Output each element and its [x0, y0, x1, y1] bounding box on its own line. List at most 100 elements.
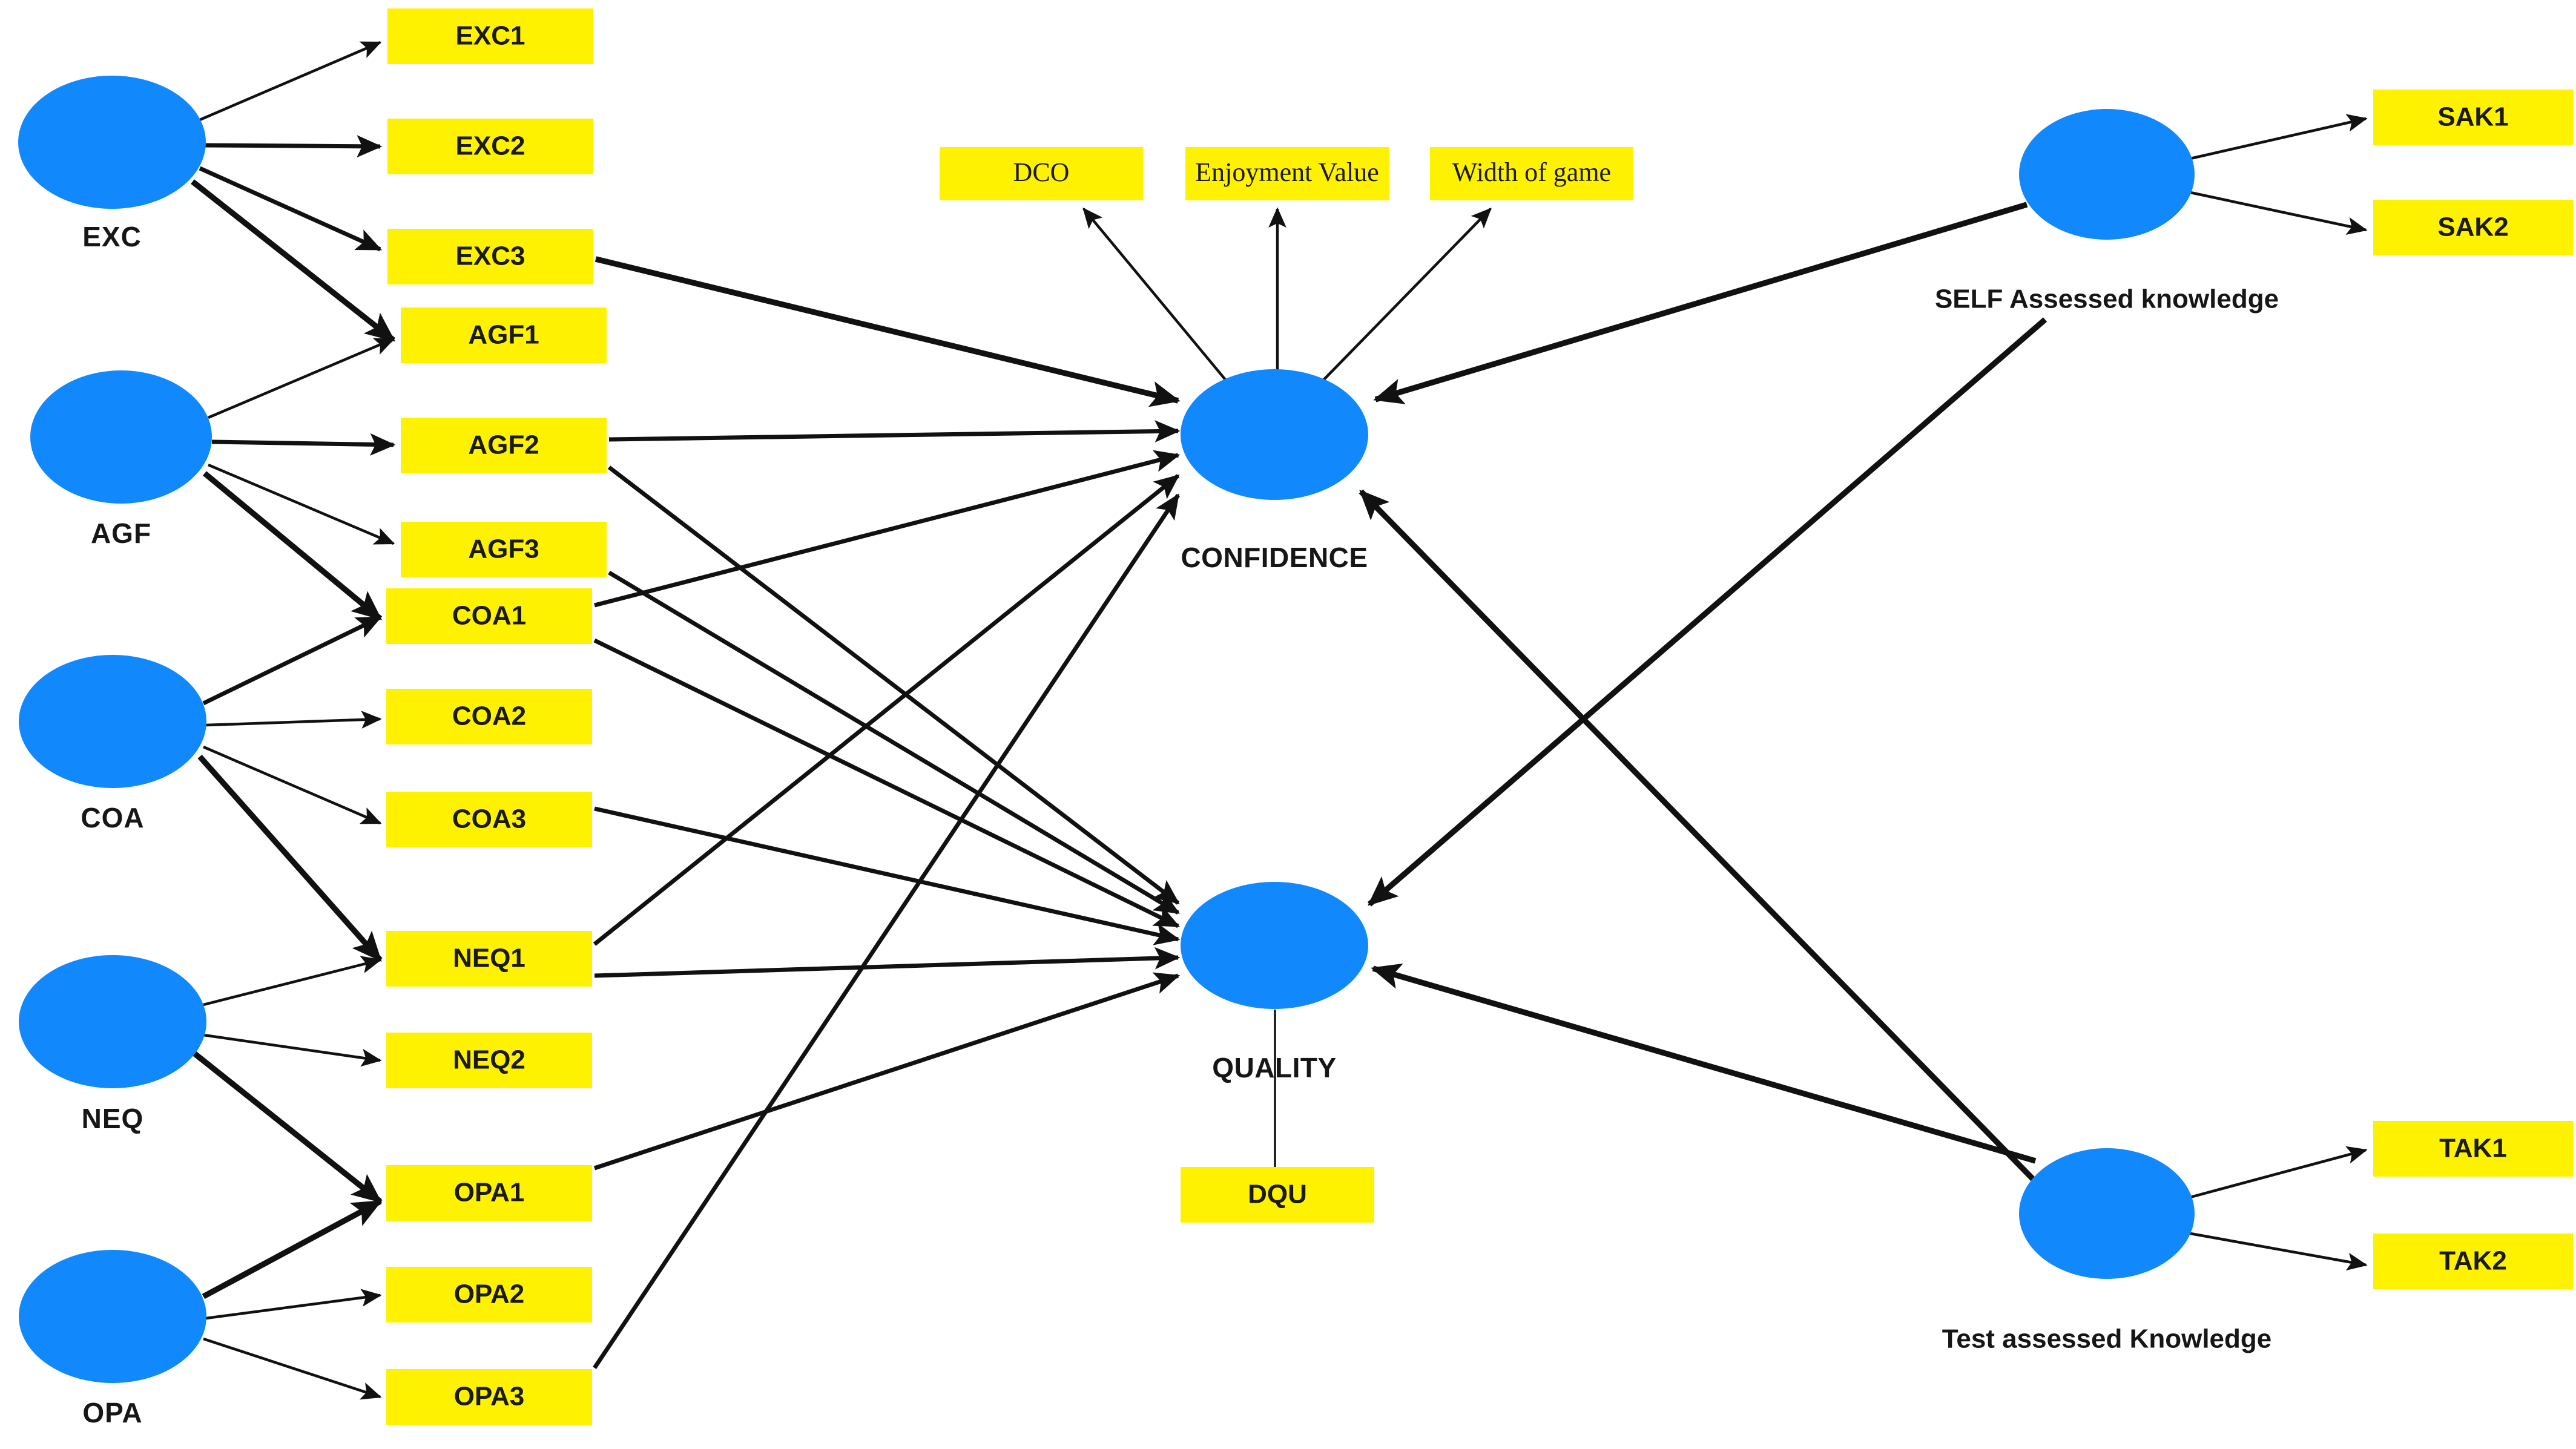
agf-to-coa1 [202, 471, 383, 621]
opa-to-opa1 [202, 1198, 383, 1300]
indicator-tak2[interactable]: TAK2 [2373, 1234, 2573, 1289]
construct-agf[interactable]: AGF [30, 370, 212, 549]
indicator-opa3[interactable]: OPA3 [386, 1369, 592, 1425]
indicator-label-tak2: TAK2 [2439, 1246, 2507, 1276]
coa-to-neq1 [197, 754, 383, 962]
indicator-box-coa1 [386, 588, 592, 644]
exc-to-exc2 [204, 135, 383, 158]
indicator-label-sak1: SAK1 [2437, 102, 2508, 132]
indicator-coa3[interactable]: COA3 [386, 792, 592, 847]
opa1-to-quality [593, 972, 1181, 1171]
indicator-box-width [1430, 147, 1633, 200]
construct-sak[interactable]: SELF Assessed knowledge [1935, 109, 2279, 314]
coa-to-coa2 [205, 711, 382, 729]
neq-to-neq2 [203, 1033, 382, 1067]
construct-quality[interactable]: QUALITY [1181, 882, 1368, 1083]
construct-ellipse-opa [19, 1250, 206, 1383]
indicator-label-sak2: SAK2 [2437, 212, 2508, 242]
indicator-box-tak1 [2373, 1121, 2573, 1177]
indicator-label-tak1: TAK1 [2439, 1134, 2507, 1163]
indicator-sak2[interactable]: SAK2 [2373, 200, 2573, 255]
exc-to-exc3 [199, 166, 383, 252]
agf-to-agf2 [211, 433, 396, 456]
construct-label-neq: NEQ [82, 1103, 144, 1134]
agf-to-agf1 [208, 337, 395, 419]
indicator-label-opa3: OPA3 [454, 1382, 525, 1411]
construct-exc[interactable]: EXC [18, 76, 206, 252]
indicator-box-exc3 [387, 229, 593, 284]
indicator-box-opa1 [386, 1165, 592, 1221]
indicator-coa1[interactable]: COA1 [386, 588, 592, 644]
construct-label-coa: COA [81, 802, 144, 833]
construct-ellipse-tak [2019, 1148, 2195, 1279]
indicator-exc2[interactable]: EXC2 [387, 119, 593, 174]
indicator-neq2[interactable]: NEQ2 [386, 1033, 592, 1088]
indicator-box-opa2 [386, 1267, 592, 1322]
indicator-box-exc1 [387, 8, 593, 64]
construct-ellipse-exc [18, 76, 206, 209]
indicator-label-exc2: EXC2 [456, 131, 525, 161]
exc-to-agf1 [191, 179, 396, 343]
indicator-label-width: Width of game [1452, 157, 1611, 187]
construct-label-sak: SELF Assessed knowledge [1935, 284, 2279, 314]
indicator-box-opa3 [386, 1369, 592, 1425]
indicator-box-agf3 [401, 522, 607, 577]
indicator-label-coa1: COA1 [452, 601, 526, 631]
indicator-label-neq1: NEQ1 [453, 944, 525, 973]
indicator-dqu[interactable]: DQU [1181, 1167, 1374, 1223]
indicator-agf1[interactable]: AGF1 [401, 307, 607, 363]
tak-to-tak1 [2190, 1146, 2368, 1199]
construct-opa[interactable]: OPA [19, 1250, 206, 1428]
construct-ellipse-sak [2019, 109, 2195, 240]
construct-label-agf: AGF [91, 518, 151, 549]
indicator-box-coa3 [386, 792, 592, 847]
indicator-exc3[interactable]: EXC3 [387, 229, 593, 284]
indicator-label-agf3: AGF3 [468, 534, 539, 564]
construct-ellipse-coa [19, 655, 206, 788]
indicator-enjoy[interactable]: Enjoyment Value [1185, 147, 1389, 200]
indicator-dco[interactable]: DCO [940, 147, 1143, 200]
indicator-tak1[interactable]: TAK1 [2373, 1121, 2573, 1177]
indicator-box-neq1 [386, 931, 592, 987]
construct-coa[interactable]: COA [19, 655, 206, 833]
indicator-label-agf1: AGF1 [468, 320, 539, 350]
neq-to-opa1 [191, 1050, 383, 1204]
sak-to-sak2 [2190, 191, 2368, 235]
indicator-width[interactable]: Width of game [1430, 147, 1633, 200]
confidence-to-width [1320, 208, 1492, 384]
sak-to-confidence [1373, 202, 2028, 404]
opa-to-opa2 [205, 1289, 382, 1320]
opa1-to-confidence [593, 493, 1180, 1369]
construct-confidence[interactable]: CONFIDENCE [1181, 369, 1368, 573]
indicator-neq1[interactable]: NEQ1 [386, 931, 592, 987]
indicator-label-exc3: EXC3 [456, 242, 525, 271]
indicator-box-sak2 [2373, 200, 2573, 255]
construct-ellipse-agf [30, 370, 212, 504]
construct-label-opa: OPA [82, 1397, 142, 1428]
indicator-label-dqu: DQU [1248, 1180, 1307, 1209]
neq1-to-confidence [593, 474, 1180, 946]
construct-neq[interactable]: NEQ [19, 955, 206, 1134]
construct-ellipse-quality [1181, 882, 1368, 1009]
indicator-coa2[interactable]: COA2 [386, 689, 592, 744]
indicator-opa2[interactable]: OPA2 [386, 1267, 592, 1322]
construct-tak[interactable]: Test assessed Knowledge [1942, 1148, 2272, 1354]
indicator-label-opa2: OPA2 [454, 1280, 525, 1309]
indicator-sak1[interactable]: SAK1 [2373, 90, 2573, 145]
tak-to-confidence [1359, 489, 2035, 1181]
indicator-label-agf2: AGF2 [468, 430, 539, 460]
exc3-to-confidence [595, 256, 1181, 407]
indicator-agf2[interactable]: AGF2 [401, 418, 607, 473]
indicator-opa1[interactable]: OPA1 [386, 1165, 592, 1221]
construct-label-confidence: CONFIDENCE [1181, 542, 1368, 573]
coa-to-coa3 [203, 745, 382, 825]
indicator-exc1[interactable]: EXC1 [387, 8, 593, 64]
indicator-box-exc2 [387, 119, 593, 174]
indicator-agf3[interactable]: AGF3 [401, 522, 607, 577]
edges-layer [191, 41, 2368, 1400]
indicator-label-enjoy: Enjoyment Value [1195, 157, 1379, 187]
indicator-box-enjoy [1185, 147, 1389, 200]
indicator-box-agf1 [401, 307, 607, 363]
agf-to-agf3 [208, 463, 395, 545]
